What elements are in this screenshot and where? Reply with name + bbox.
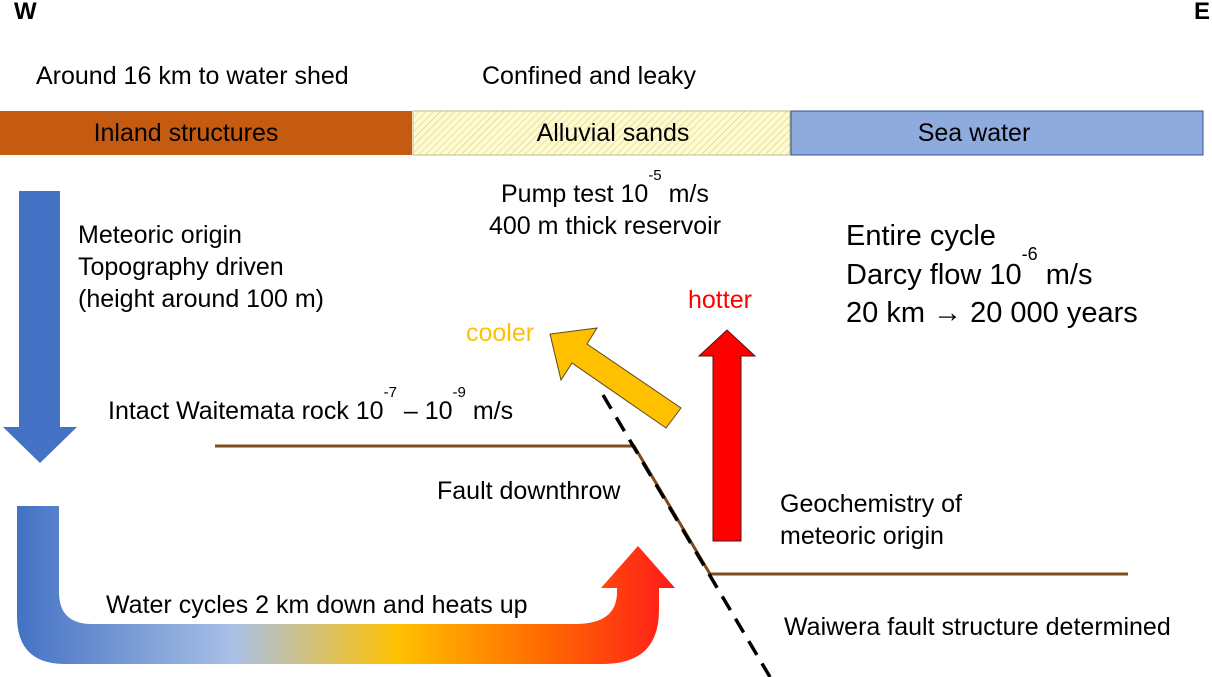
west-label: W xyxy=(14,0,37,25)
sea-band-fill xyxy=(790,110,1204,156)
watershed-note: Around 16 km to water shed xyxy=(36,62,349,90)
waiwera-label: Waiwera fault structure determined xyxy=(784,613,1171,641)
meteoric-line1: Meteoric origin xyxy=(78,221,242,249)
pump-test-line2: 400 m thick reservoir xyxy=(489,212,722,240)
cooler-label: cooler xyxy=(466,319,535,347)
meteoric-line3: (height around 100 m) xyxy=(78,285,324,313)
fault-downthrow-label: Fault downthrow xyxy=(437,477,621,505)
alluvial-band-label: Alluvial sands xyxy=(536,118,690,147)
inland-band-fill xyxy=(0,111,412,155)
hotter-label: hotter xyxy=(688,286,752,314)
hotter-arrow xyxy=(697,329,757,542)
geochem-line1: Geochemistry of xyxy=(780,490,963,518)
water-cycle-u-arrow xyxy=(17,506,675,664)
fault-line xyxy=(601,394,772,677)
sea-band-label: Sea water xyxy=(917,118,1031,147)
inland-band: Inland structures xyxy=(0,111,372,155)
cycle-line2: Darcy flow 10-6 m/s xyxy=(846,244,1093,291)
cycle-line1: Entire cycle xyxy=(846,220,996,252)
sea-band: Sea water xyxy=(791,111,1157,155)
alluvial-band: Alluvial sands xyxy=(413,111,813,155)
east-label: E xyxy=(1194,0,1211,25)
right-arrow-icon: → xyxy=(933,297,963,329)
intact-rock-label: Intact Waitemata rock 10-7 – 10-9 m/s xyxy=(108,384,514,425)
geochem-line2: meteoric origin xyxy=(780,522,944,550)
inland-band-label: Inland structures xyxy=(93,118,279,147)
water-cycles-label: Water cycles 2 km down and heats up xyxy=(106,591,528,619)
cycle-line3: 20 km → 20 000 years xyxy=(846,297,1138,329)
confined-note: Confined and leaky xyxy=(482,62,697,90)
pump-test-line1: Pump test 10-5 m/s xyxy=(501,167,709,208)
meteoric-down-arrow xyxy=(3,191,77,463)
meteoric-line2: Topography driven xyxy=(78,253,284,281)
alluvial-band-fill xyxy=(412,110,791,156)
cooler-arrow xyxy=(549,327,682,429)
